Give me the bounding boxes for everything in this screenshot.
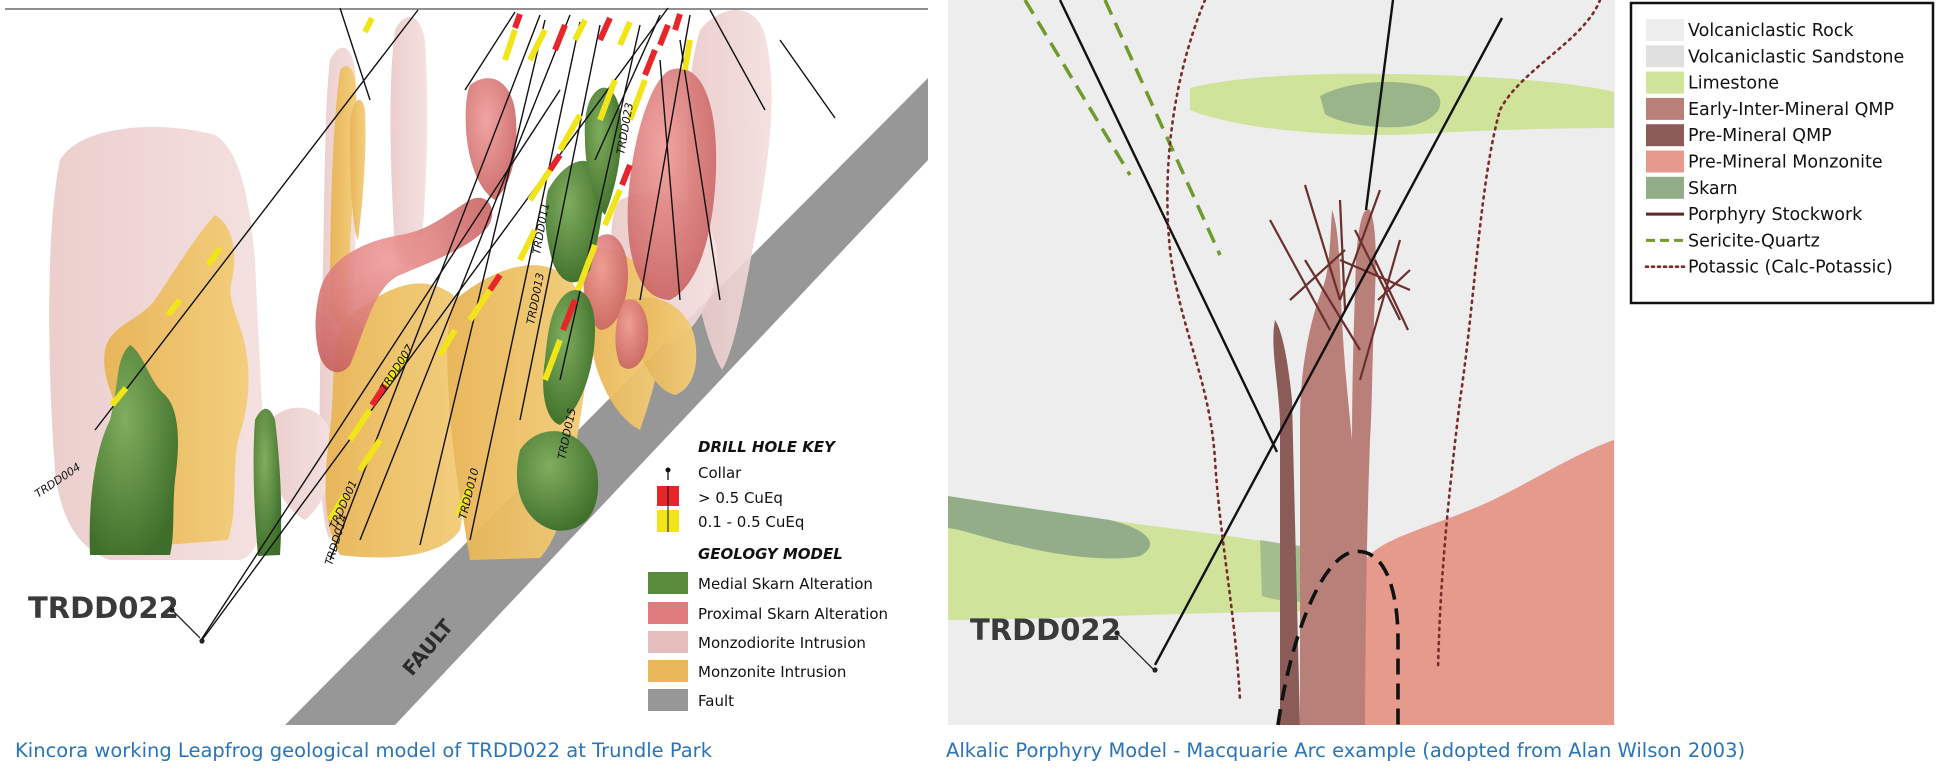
legend-label: Volcaniclastic Sandstone [1688, 47, 1904, 67]
porphyry-stockwork [1269, 184, 1411, 381]
legend-swatch [1646, 97, 1684, 120]
legend-label: Pre-Mineral Monzonite [1688, 153, 1883, 173]
legend-row: Volcaniclastic Rock [1646, 19, 1854, 41]
early-inter-mineral-qmp [1300, 209, 1376, 725]
legend-swatch [1646, 176, 1684, 199]
skarn-lower [948, 496, 1150, 559]
geology-swatch-proximal-skarn [648, 602, 688, 624]
legend-row: Potassic (Calc-Potassic) [1644, 258, 1893, 278]
legend-label: Skarn [1688, 179, 1738, 199]
potassic-zones [1166, 0, 1602, 702]
key-collar-label: Collar [698, 464, 742, 482]
collar-key-symbol [665, 467, 671, 480]
legend-row: Limestone [1646, 71, 1779, 94]
legend-label: Sericite-Quartz [1688, 231, 1820, 251]
featured-hole-toe [199, 638, 205, 644]
featured-hole-label: TRDD022 [28, 591, 179, 625]
pre-mineral-qmp [1273, 320, 1300, 725]
geology-swatch-fault [648, 689, 688, 711]
pre-mineral-monzonite [1365, 440, 1614, 725]
geology-swatch-medial-skarn [648, 572, 688, 594]
geology-label-monzonite: Monzonite Intrusion [698, 663, 846, 681]
geology-label-monzodiorite: Monzodiorite Intrusion [698, 634, 866, 652]
legend-row: Sericite-Quartz [1646, 231, 1820, 251]
geology-swatch-monzonite [648, 660, 688, 682]
right-caption: Alkalic Porphyry Model - Macquarie Arc e… [946, 739, 1746, 762]
legend-swatch [1646, 71, 1684, 94]
left-legend: DRILL HOLE KEY Collar > 0.5 CuEq 0.1 - 0… [648, 438, 888, 711]
geology-model-title: GEOLOGY MODEL [698, 545, 843, 563]
legend-row: Skarn [1646, 176, 1738, 199]
right-featured-hole-leader [1116, 632, 1154, 670]
legend-swatch [1646, 45, 1684, 68]
geology-label-fault: Fault [698, 692, 734, 710]
key-low-grade-label: 0.1 - 0.5 CuEq [698, 513, 804, 531]
legend-label: Limestone [1688, 74, 1779, 94]
featured-hole-leader [171, 609, 201, 639]
left-3d-model: TRDD004 TRDD007 TRDD001 TRDD014 TRDD010 … [5, 7, 928, 725]
legend-row: Porphyry Stockwork [1646, 205, 1863, 225]
right-featured-hole-label: TRDD022 [970, 613, 1121, 647]
geology-swatch-monzodiorite [648, 631, 688, 653]
legend-label: Volcaniclastic Rock [1688, 21, 1854, 41]
key-high-grade-label: > 0.5 CuEq [698, 489, 783, 507]
legend-swatch [1646, 124, 1684, 147]
drill-hole-key-title: DRILL HOLE KEY [698, 438, 837, 456]
right-featured-hole-toe [1152, 667, 1158, 673]
featured-hole-collar [169, 607, 175, 613]
legend-label: Early-Inter-Mineral QMP [1688, 100, 1894, 120]
legend-swatch [1646, 150, 1684, 173]
geology-label-medial-skarn: Medial Skarn Alteration [698, 575, 873, 593]
legend-label: Potassic (Calc-Potassic) [1688, 258, 1893, 278]
assay-intervals [109, 12, 693, 522]
legend-swatch [1646, 19, 1684, 41]
right-featured-hole-collar [1114, 630, 1120, 636]
legend-row: Pre-Mineral Monzonite [1646, 150, 1883, 173]
legend-row: Early-Inter-Mineral QMP [1646, 97, 1894, 120]
legend-row: Volcaniclastic Sandstone [1646, 45, 1904, 68]
sericite-quartz-zones [1023, 0, 1222, 256]
fault-plane [285, 78, 928, 725]
legend-label: Porphyry Stockwork [1688, 205, 1863, 225]
left-caption: Kincora working Leapfrog geological mode… [15, 739, 712, 762]
legend-label: Pre-Mineral QMP [1688, 126, 1832, 146]
legend-row: Pre-Mineral QMP [1646, 124, 1832, 147]
right-porphyry-model: TRDD022 [948, 0, 1615, 726]
geology-label-proximal-skarn: Proximal Skarn Alteration [698, 605, 888, 623]
drill-hole-traces [94, 7, 836, 641]
